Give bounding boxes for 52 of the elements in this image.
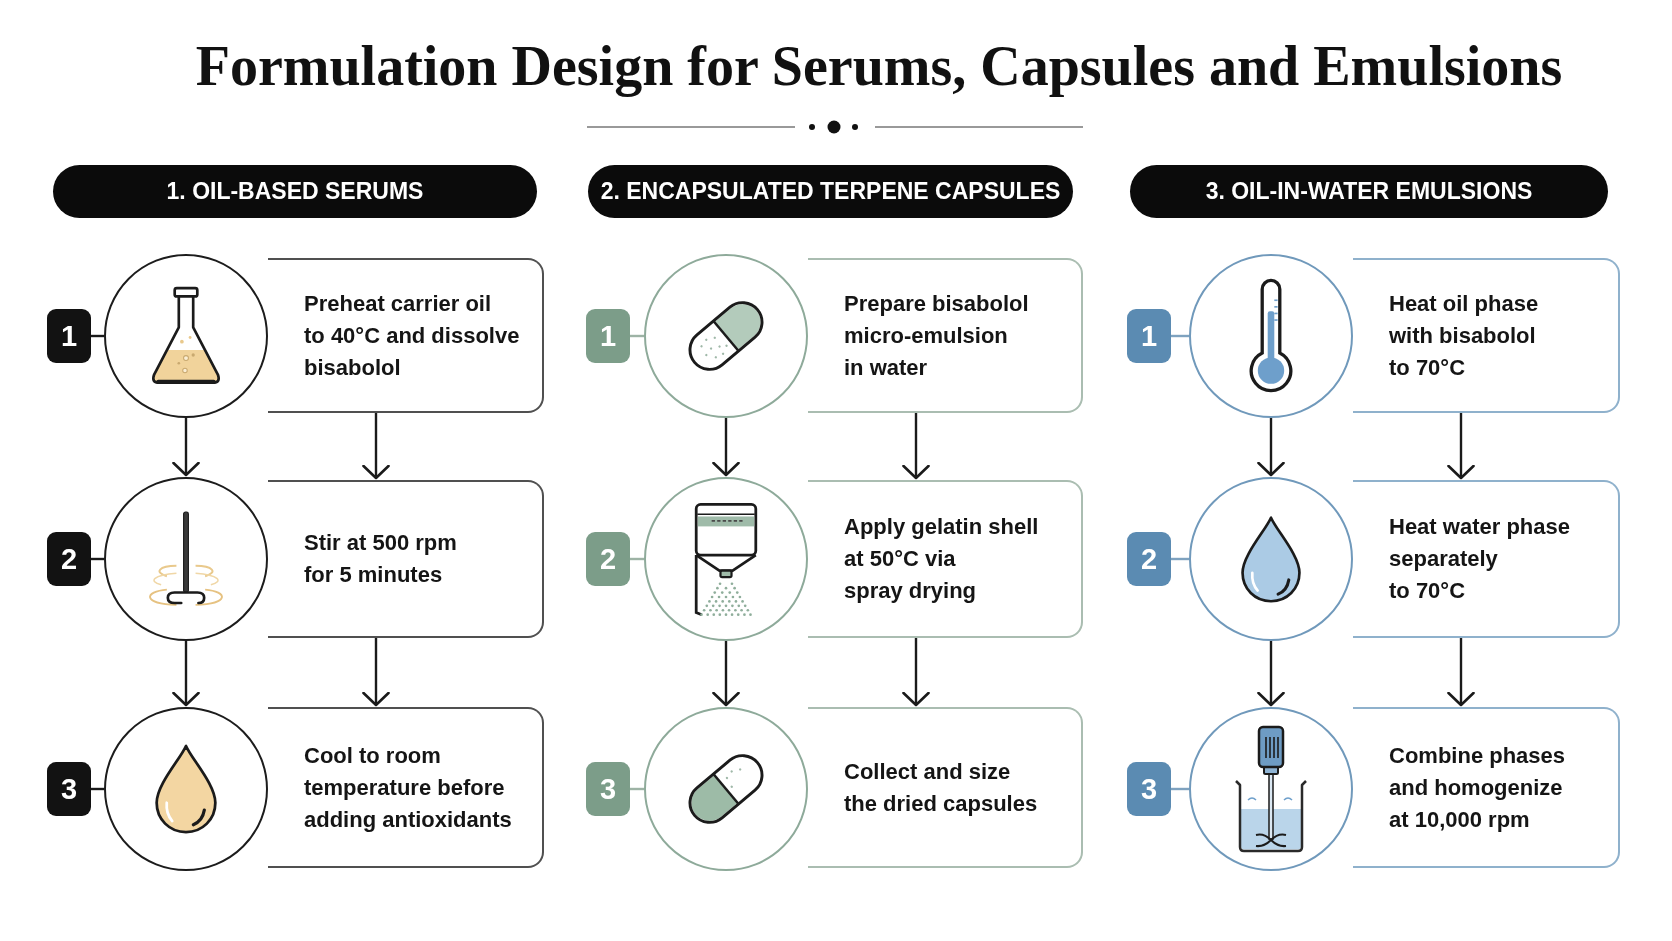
step-description: Cool to room temperature before adding antioxidants — [304, 741, 512, 834]
step-circle — [1189, 254, 1353, 418]
step-circle — [1189, 707, 1353, 871]
arrow — [172, 641, 200, 707]
step-number: 2 — [47, 532, 91, 586]
arrow — [712, 418, 740, 477]
arrow — [1447, 413, 1475, 480]
step-description: Heat oil phase with bisabolol to 70°C — [1389, 289, 1539, 382]
step-card — [268, 707, 544, 868]
step-circle — [104, 254, 268, 418]
arrow — [1447, 638, 1475, 707]
step-number: 2 — [586, 532, 630, 586]
step-number: 2 — [1127, 532, 1171, 586]
step-number: 3 — [47, 762, 91, 816]
step-description: Preheat carrier oil to 40°C and dissolve bisabolol — [304, 289, 520, 382]
step-card — [1353, 707, 1620, 868]
step-card — [808, 258, 1083, 413]
step-number: 1 — [1127, 309, 1171, 363]
step-circle — [644, 707, 808, 871]
step-description: Heat water phase separately to 70°C — [1389, 513, 1570, 605]
step-card — [1353, 258, 1620, 413]
arrow — [902, 638, 930, 707]
step-circle — [644, 254, 808, 418]
step-number: 3 — [586, 762, 630, 816]
arrow — [902, 413, 930, 480]
step-description: Prepare bisabolol micro-emulsion in water — [844, 289, 1029, 382]
arrow — [712, 641, 740, 707]
step-description: Stir at 500 rpm for 5 minutes — [304, 529, 457, 589]
step-card — [1353, 480, 1620, 638]
step-number: 3 — [1127, 762, 1171, 816]
arrow — [362, 638, 390, 707]
step-description: Apply gelatin shell at 50°C via spray drying — [844, 513, 1039, 605]
title: Formulation Design for Serums, Capsules and Emulsions — [195, 34, 1563, 99]
step-number: 1 — [47, 309, 91, 363]
section-header: 1. OIL-BASED SERUMS — [53, 165, 537, 218]
step-circle — [1189, 477, 1353, 641]
step-circle — [104, 477, 268, 641]
section-header: 2. ENCAPSULATED TERPENE CAPSULES — [588, 165, 1073, 218]
section-header: 3. OIL-IN-WATER EMULSIONS — [1130, 165, 1608, 218]
step-description: Combine phases and homogenize at 10,000 rpm — [1389, 741, 1566, 834]
step-circle — [104, 707, 268, 871]
step-card — [268, 258, 544, 413]
step-card — [808, 480, 1083, 638]
step-card — [808, 707, 1083, 868]
step-card — [268, 480, 544, 638]
arrow — [362, 413, 390, 480]
step-circle — [644, 477, 808, 641]
arrow — [1257, 418, 1285, 477]
step-description: Collect and size the dried capsules — [844, 757, 1038, 818]
arrow — [172, 418, 200, 477]
step-number: 1 — [586, 309, 630, 363]
arrow — [1257, 641, 1285, 707]
